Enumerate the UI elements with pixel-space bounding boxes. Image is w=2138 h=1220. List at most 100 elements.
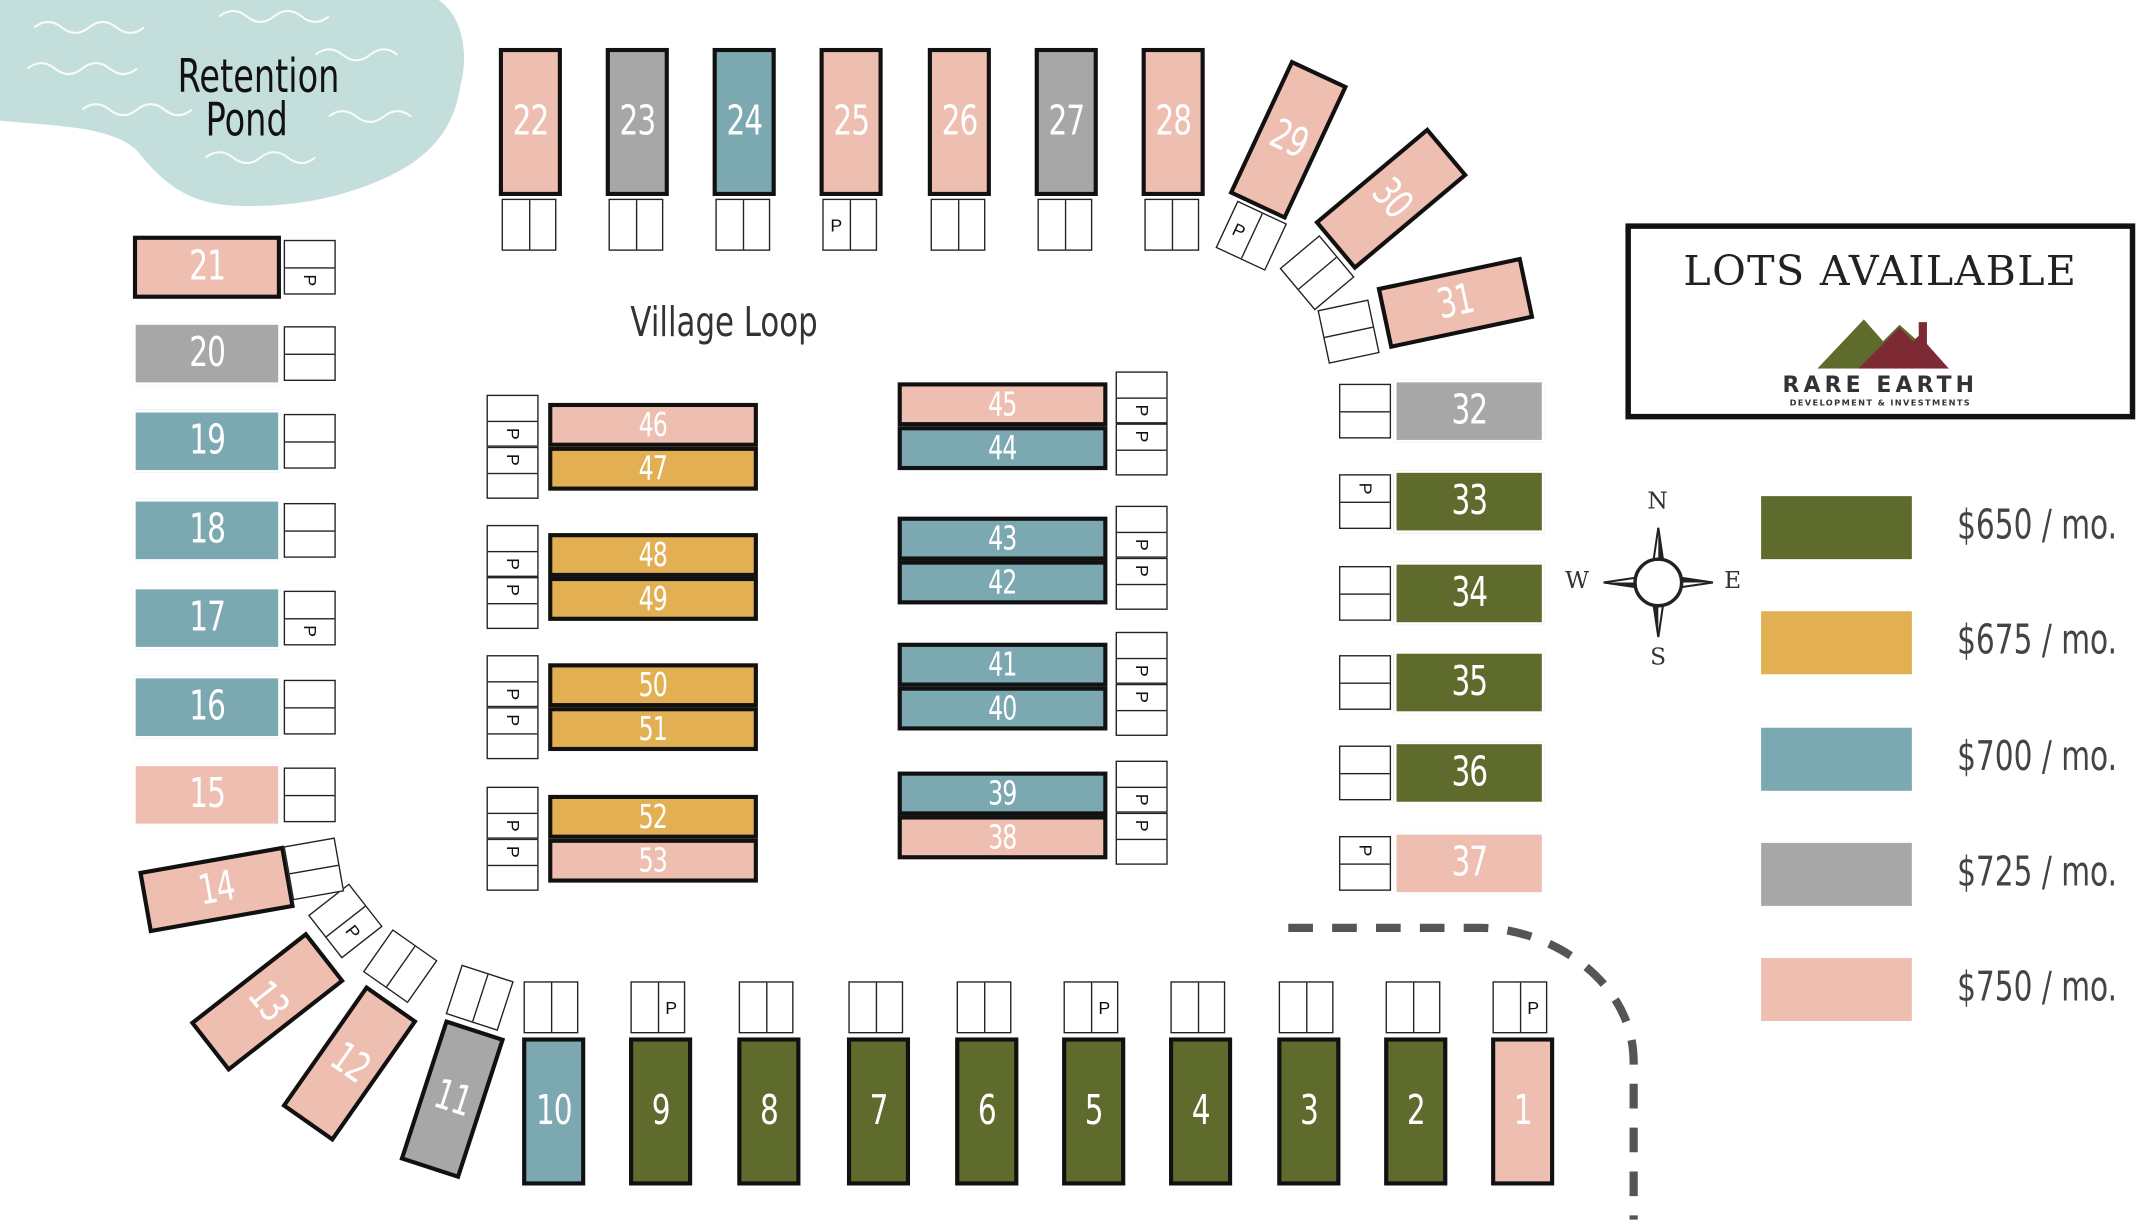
lot-number: 43	[988, 519, 1017, 558]
lot-45[interactable]: 45	[897, 382, 1108, 427]
parking-label: P	[665, 997, 678, 1018]
parking-space	[285, 592, 334, 617]
lot-34[interactable]: 34	[1393, 561, 1545, 625]
parking-space	[1116, 709, 1167, 734]
lot-21[interactable]: 21	[132, 235, 281, 299]
lot-number: 22	[512, 97, 550, 146]
legend-swatch-gray	[1761, 842, 1912, 906]
lot-2[interactable]: 2	[1384, 1037, 1448, 1186]
lot-50[interactable]: 50	[548, 663, 758, 708]
legend-swatch-green	[1761, 496, 1912, 560]
lot-1[interactable]: 1	[1491, 1037, 1555, 1186]
parking-label: P	[502, 557, 523, 570]
lot-43[interactable]: 43	[897, 516, 1108, 561]
parking-label: P	[1098, 997, 1111, 1018]
lot-8[interactable]: 8	[737, 1037, 801, 1186]
parking-space	[1117, 762, 1166, 786]
parking-label: P	[1131, 664, 1152, 677]
parking-space: P	[1117, 814, 1166, 838]
entry-road	[1288, 923, 1638, 1220]
lot-52[interactable]: 52	[548, 794, 758, 839]
lot-22[interactable]: 22	[498, 47, 562, 196]
lot-26[interactable]: 26	[927, 47, 991, 196]
lot-number: 48	[638, 535, 668, 575]
parking-label: P	[1131, 793, 1152, 806]
parking-stall	[283, 679, 336, 735]
lot-number: 51	[638, 709, 668, 749]
parking-stall: P	[486, 394, 539, 447]
parking-space	[285, 529, 335, 557]
lot-48[interactable]: 48	[548, 533, 758, 577]
lot-6[interactable]: 6	[955, 1037, 1019, 1186]
lot-16[interactable]: 16	[132, 675, 281, 739]
lot-4[interactable]: 4	[1169, 1037, 1233, 1186]
parking-space: P	[285, 617, 335, 644]
lot-number: 21	[189, 242, 226, 291]
parking-stall	[1144, 198, 1200, 251]
lot-14[interactable]: 14	[138, 845, 295, 934]
legend-swatch-gold	[1761, 611, 1912, 675]
lot-27[interactable]: 27	[1034, 47, 1098, 196]
parking-space	[1340, 500, 1390, 528]
lot-18[interactable]: 18	[132, 498, 281, 562]
parking-label: P	[830, 214, 843, 236]
lot-30[interactable]: 30	[1314, 127, 1469, 271]
lot-38[interactable]: 38	[897, 815, 1108, 860]
parking-space	[487, 472, 538, 497]
lot-15[interactable]: 15	[132, 763, 281, 827]
parking-space	[488, 788, 537, 812]
lot-number: 31	[1432, 275, 1478, 330]
lot-19[interactable]: 19	[132, 409, 281, 473]
parking-space	[1039, 200, 1064, 249]
lot-39[interactable]: 39	[897, 771, 1108, 816]
lot-17[interactable]: 17	[132, 586, 281, 650]
lot-49[interactable]: 49	[548, 576, 758, 621]
lot-31[interactable]: 31	[1376, 256, 1535, 350]
lot-7[interactable]: 7	[846, 1037, 911, 1186]
lot-5[interactable]: 5	[1062, 1037, 1126, 1186]
parking-space: P	[488, 840, 537, 864]
lot-number: 24	[726, 97, 763, 146]
lot-25[interactable]: 25	[819, 47, 883, 196]
lot-40[interactable]: 40	[897, 686, 1108, 731]
lot-23[interactable]: 23	[605, 47, 669, 196]
lot-35[interactable]: 35	[1393, 650, 1545, 715]
lot-10[interactable]: 10	[522, 1037, 586, 1186]
lot-47[interactable]: 47	[548, 446, 758, 491]
parking-space	[1146, 200, 1171, 249]
lot-42[interactable]: 42	[897, 560, 1108, 605]
lot-3[interactable]: 3	[1277, 1037, 1341, 1186]
lot-24[interactable]: 24	[712, 47, 776, 196]
lot-number: 36	[1451, 748, 1488, 797]
parking-stall	[1338, 566, 1392, 621]
lot-32[interactable]: 32	[1393, 379, 1545, 443]
legend-box: LOTS AVAILABLE RARE EARTH DEVELOPMENT & …	[1625, 223, 2136, 420]
lot-46[interactable]: 46	[548, 402, 758, 447]
parking-stall: P	[1338, 474, 1392, 530]
lot-9[interactable]: 9	[629, 1037, 693, 1186]
lot-36[interactable]: 36	[1393, 741, 1545, 805]
lot-number: 44	[988, 428, 1017, 468]
lot-51[interactable]: 51	[548, 707, 758, 752]
lot-28[interactable]: 28	[1141, 47, 1205, 196]
lot-53[interactable]: 53	[548, 838, 758, 883]
parking-stall	[608, 198, 664, 251]
parking-space	[983, 982, 1010, 1032]
parking-stall	[848, 981, 904, 1034]
parking-stall: P	[486, 576, 539, 630]
lot-11[interactable]: 11	[399, 1019, 506, 1180]
parking-label: P	[299, 274, 321, 287]
parking-space	[1064, 200, 1091, 250]
lot-29[interactable]: 29	[1228, 59, 1349, 221]
parking-stall	[1338, 655, 1392, 710]
parking-space	[285, 352, 335, 380]
parking-stall: P	[1115, 423, 1168, 476]
parking-stall: P	[486, 786, 539, 839]
lot-37[interactable]: 37	[1393, 831, 1545, 895]
lot-33[interactable]: 33	[1393, 470, 1545, 534]
lot-41[interactable]: 41	[897, 642, 1108, 687]
lot-20[interactable]: 20	[132, 322, 281, 386]
lot-44[interactable]: 44	[897, 426, 1108, 471]
parking-stall	[1338, 383, 1392, 439]
